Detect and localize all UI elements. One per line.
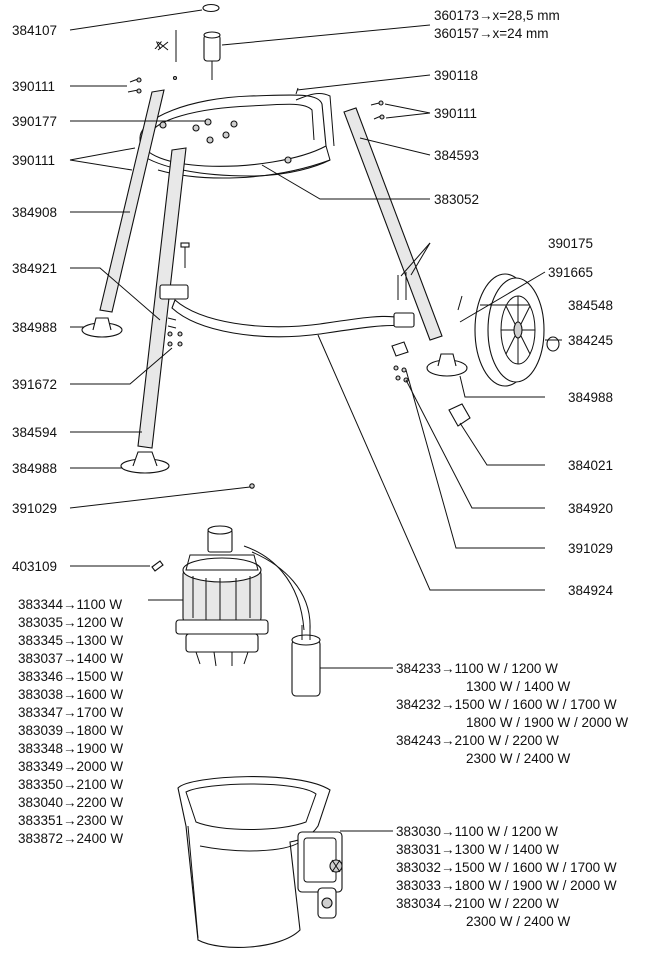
callout-384245: 384245 xyxy=(568,333,613,348)
motor-variant: 383351→2300 W xyxy=(18,813,123,828)
top-assembly-drawing: x xyxy=(81,3,560,489)
capacitor-variant: 2300 W / 2400 W xyxy=(466,751,571,766)
callout-390111-lower-left: 390111 xyxy=(12,153,55,168)
callout-391029-left: 391029 xyxy=(12,501,57,516)
callout-384593: 384593 xyxy=(434,148,479,163)
motor-variant: 383040→2200 W xyxy=(18,795,123,810)
capacitor-variant: 1300 W / 1400 W xyxy=(466,679,571,694)
callout-390175: 390175 xyxy=(548,236,593,251)
motor-variant: 383349→2000 W xyxy=(18,759,123,774)
washer-part xyxy=(202,3,220,13)
capacitor-part xyxy=(291,625,321,697)
callout-391029-right: 391029 xyxy=(568,541,613,556)
wheel-part xyxy=(474,273,545,387)
motor-variant: 383035→1200 W xyxy=(18,615,123,630)
callout-390177: 390177 xyxy=(12,114,57,129)
axle-bar-part xyxy=(159,284,415,347)
callout-384548: 384548 xyxy=(568,298,613,313)
motor-variant: 383348→1900 W xyxy=(18,741,123,756)
callout-384594: 384594 xyxy=(12,425,58,440)
switch-box-part xyxy=(297,831,343,893)
callout-384908: 384908 xyxy=(12,205,57,220)
capacitor-variant-list: 384233→1100 W / 1200 W 1300 W / 1400 W 3… xyxy=(396,661,628,766)
callout-384988-right: 384988 xyxy=(568,390,613,405)
capacitor-variant: 384243→2100 W / 2200 W xyxy=(396,733,559,748)
callout-384921: 384921 xyxy=(12,261,57,276)
bushing-part xyxy=(448,403,471,427)
callout-403109: 403109 xyxy=(12,559,57,574)
motor-drawing xyxy=(151,525,321,697)
motor-variant: 383345→1300 W xyxy=(18,633,123,648)
callout-384924: 384924 xyxy=(568,583,614,598)
motor-variant-list: 383344→1100 W 383035→1200 W 383345→1300 … xyxy=(18,597,123,846)
motor-variant: 383350→2100 W xyxy=(18,777,123,792)
motor-variant: 383038→1600 W xyxy=(18,687,123,702)
drum-variant: 2300 W / 2400 W xyxy=(466,914,571,929)
bearing-sleeve-part xyxy=(203,31,221,80)
leader-lines xyxy=(69,9,562,832)
callout-384988-bottom: 384988 xyxy=(12,461,57,476)
motor-variant: 383039→1800 W xyxy=(18,723,123,738)
capacitor-variant: 1800 W / 1900 W / 2000 W xyxy=(466,715,628,730)
motor-variant: 383037→1400 W xyxy=(18,651,123,666)
callout-384107: 384107 xyxy=(12,23,57,38)
callout-390118: 390118 xyxy=(434,68,478,83)
motor-variant: 383347→1700 W xyxy=(18,705,123,720)
foot-pad-part xyxy=(81,317,468,474)
callout-391665: 391665 xyxy=(548,265,593,280)
callout-labels: 384107 360173→x=28,5 mm 360157→x=24 mm 3… xyxy=(12,8,614,598)
drum-variant: 383032→1500 W / 1600 W / 1700 W xyxy=(396,860,617,875)
callout-390111-right: 390111 xyxy=(434,106,477,121)
motor-variant: 383346→1500 W xyxy=(18,669,123,684)
drum-drawing xyxy=(177,776,343,948)
motor-variant: 383872→2400 W xyxy=(18,831,123,846)
drum-variant: 383033→1800 W / 1900 W / 2000 W xyxy=(396,878,617,893)
wheel-cap-part xyxy=(546,336,560,352)
callout-360157: 360157→x=24 mm xyxy=(434,26,548,41)
callout-383052: 383052 xyxy=(434,192,479,207)
right-leg-part xyxy=(343,107,443,341)
capacitor-variant: 384233→1100 W / 1200 W xyxy=(396,661,558,676)
top-frame-part xyxy=(139,93,335,179)
front-left-leg-part xyxy=(99,89,165,313)
callout-360173: 360173→x=28,5 mm xyxy=(434,8,560,23)
drum-variant-list: 383030→1100 W / 1200 W 383031→1300 W / 1… xyxy=(396,824,617,929)
svg-text:x: x xyxy=(154,37,163,52)
callout-391672: 391672 xyxy=(12,377,57,392)
callout-384988-left: 384988 xyxy=(12,320,57,335)
callout-384021: 384021 xyxy=(568,458,613,473)
drum-variant: 383034→2100 W / 2200 W xyxy=(396,896,559,911)
capacitor-variant: 384232→1500 W / 1600 W / 1700 W xyxy=(396,697,617,712)
callout-390111-upper-left: 390111 xyxy=(12,79,55,94)
drum-variant: 383031→1300 W / 1400 W xyxy=(396,842,559,857)
motor-variant: 383344→1100 W xyxy=(18,597,122,612)
callout-384920: 384920 xyxy=(568,501,613,516)
drum-variant: 383030→1100 W / 1200 W xyxy=(396,824,558,839)
